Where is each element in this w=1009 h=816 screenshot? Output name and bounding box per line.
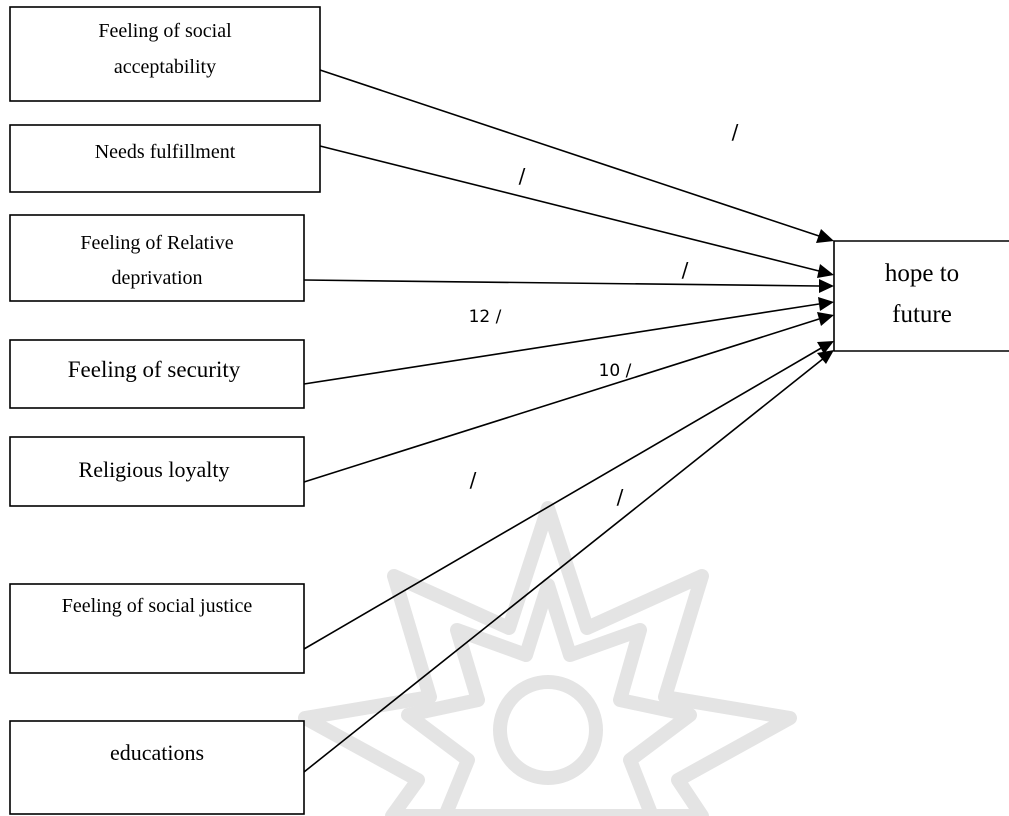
arrowhead-security	[818, 297, 834, 311]
node-social-justice: Feeling of social justice	[9, 583, 305, 674]
arrowhead-educations	[817, 350, 834, 364]
arrowhead-religious-loyalty	[817, 312, 834, 326]
arrowhead-social-justice	[817, 341, 834, 354]
edge-label-security: 12 /	[469, 307, 502, 327]
edge-social-acceptability	[319, 69, 820, 237]
edge-labels: / / / 12 / 10 / / /	[469, 120, 739, 509]
node-label-line: educations	[110, 740, 204, 765]
node-label-line: Needs fulfillment	[95, 141, 236, 163]
node-religious-loyalty: Religious loyalty	[9, 436, 305, 507]
edge-label-relative-deprivation: /	[682, 258, 689, 282]
node-label-line: Religious loyalty	[79, 457, 230, 482]
edge-label-educations: /	[617, 485, 624, 509]
node-social-acceptability: Feeling of social acceptability	[9, 6, 321, 102]
edge-label-social-justice: /	[470, 468, 477, 492]
node-label-line: Feeling of social	[98, 20, 232, 42]
node-label-line: Feeling of Relative	[80, 232, 233, 254]
edge-educations	[303, 357, 825, 773]
node-security: Feeling of security	[9, 339, 305, 409]
edge-needs-fulfillment	[319, 145, 820, 272]
node-needs-fulfillment: Needs fulfillment	[9, 124, 321, 193]
arrowhead-needs-fulfillment	[817, 264, 834, 278]
node-label-line: acceptability	[114, 56, 216, 78]
edge-label-religious-loyalty: 10 /	[599, 361, 632, 381]
arrowhead-relative-deprivation	[819, 279, 834, 293]
node-label-line: Feeling of security	[68, 357, 241, 382]
arrowhead-social-acceptability	[816, 229, 834, 243]
target-label-line: hope to	[885, 260, 959, 287]
node-hope-to-future: hope to future	[833, 240, 1009, 352]
node-label-line: deprivation	[111, 267, 202, 289]
edge-religious-loyalty	[303, 318, 820, 483]
watermark-emblem	[298, 501, 797, 816]
edge-label-needs-fulfillment: /	[519, 164, 526, 188]
edge-security	[303, 303, 820, 385]
node-relative-deprivation: Feeling of Relative deprivation	[9, 214, 305, 302]
arrowheads	[816, 229, 834, 364]
target-label-line: future	[892, 301, 952, 328]
edge-label-social-acceptability: /	[732, 120, 739, 144]
node-label-line: Feeling of social justice	[62, 595, 253, 617]
edge-relative-deprivation	[303, 279, 820, 287]
node-educations: educations	[9, 720, 305, 815]
edge-social-justice	[303, 346, 824, 650]
connectors	[303, 69, 825, 773]
